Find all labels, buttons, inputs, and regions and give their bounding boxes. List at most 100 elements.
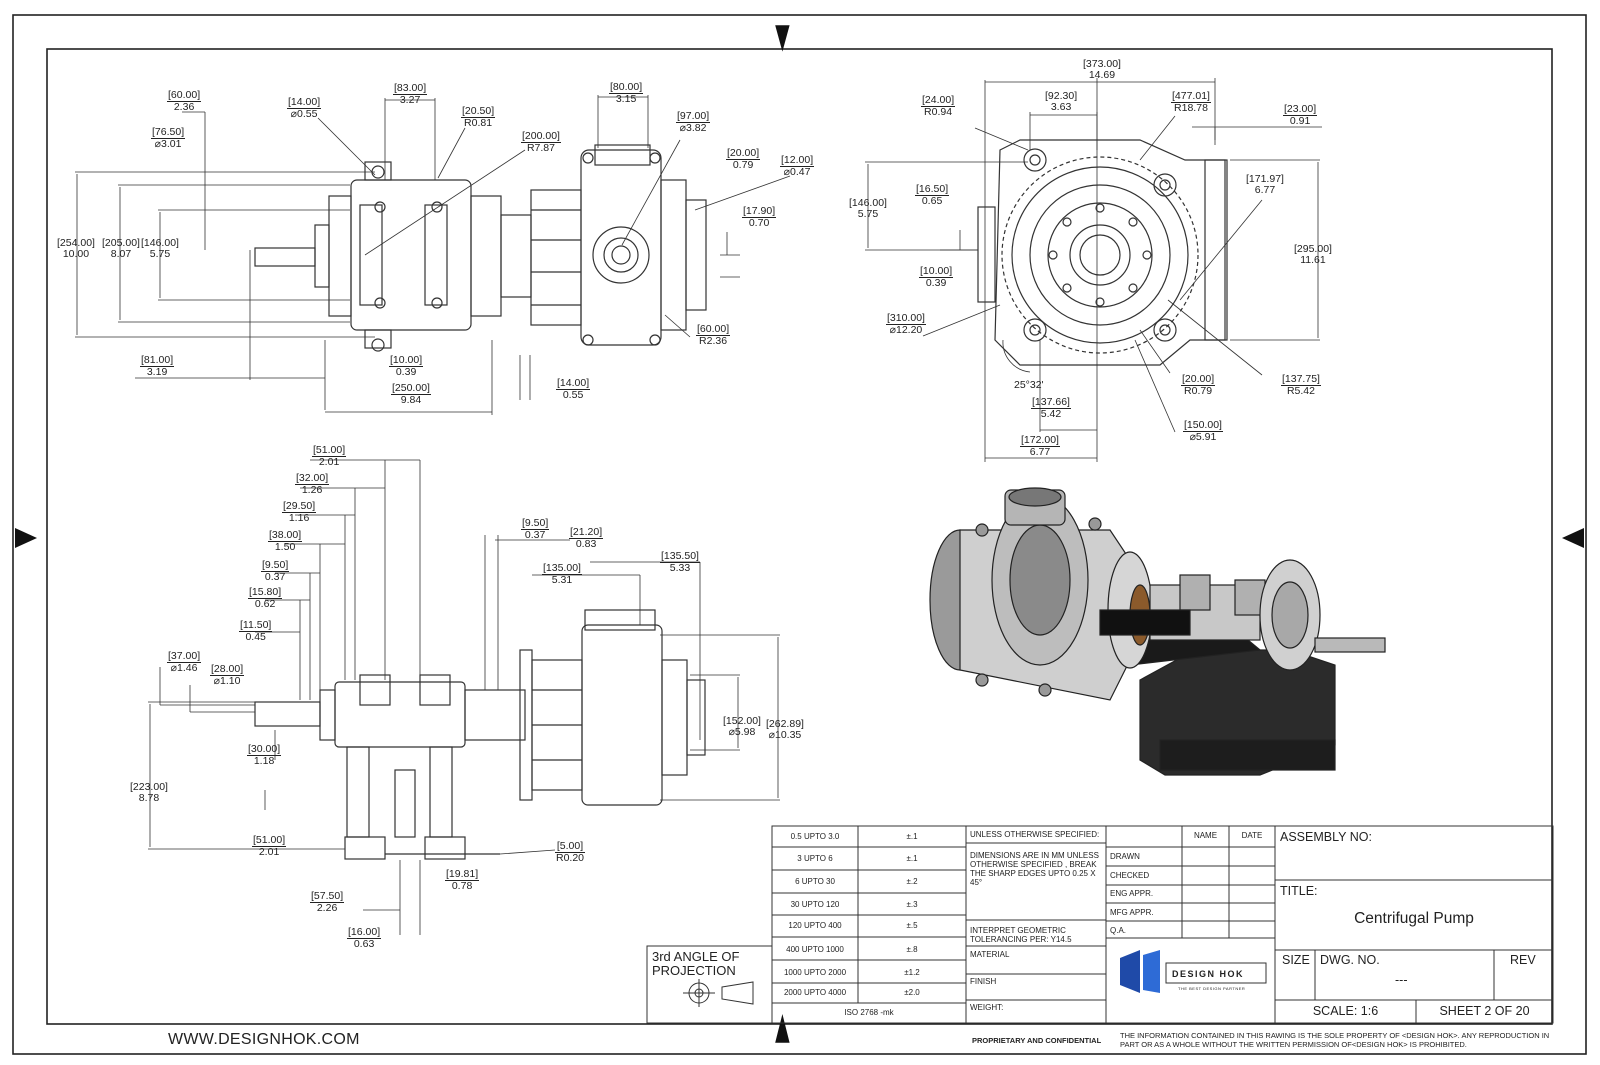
qa-label: Q.A. — [1110, 926, 1127, 935]
center-mark-right-icon — [1562, 528, 1584, 548]
dimension-label: [57.50]2.26 — [310, 890, 345, 914]
dimension-label: [137.75]R5.42 — [1281, 373, 1321, 397]
center-mark-left-icon — [15, 528, 37, 548]
dimension-label: [310.00]⌀12.20 — [886, 312, 926, 336]
dimension-label: [10.00]0.39 — [389, 354, 424, 378]
title-block-grid — [646, 825, 1554, 1024]
dimension-label: [152.00]⌀5.98 — [723, 715, 761, 738]
dimension-label: [146.00]5.75 — [849, 197, 887, 220]
projection-line-1: 3rd ANGLE OF — [652, 949, 740, 964]
dimension-label: [137.66]5.42 — [1031, 396, 1071, 420]
dimension-label: [9.50]0.37 — [521, 517, 550, 541]
tolerance-range: 2000 UPTO 4000 — [783, 988, 847, 997]
tolerance-range: 120 UPTO 400 — [788, 921, 842, 930]
dimension-label: [14.00]⌀0.55 — [287, 96, 322, 120]
website-link[interactable]: WWW.DESIGNHOK.COM — [168, 1031, 360, 1048]
dimension-label: [11.50]0.45 — [239, 619, 273, 643]
angle-label: 25°32' — [1014, 379, 1044, 391]
tolerance-value: ±2.0 — [904, 988, 920, 997]
dimension-label: [37.00]⌀1.46 — [167, 650, 202, 674]
isometric-pump-view — [929, 487, 1386, 776]
dimension-label: [81.00]3.19 — [140, 354, 175, 378]
dimension-label: [295.00]11.61 — [1294, 243, 1332, 266]
tolerance-value: ±.1 — [906, 854, 918, 863]
weight-label: WEIGHT: — [970, 1003, 1004, 1012]
dimension-label: [51.00]2.01 — [312, 444, 347, 468]
inner-frame — [46, 48, 1553, 1025]
projection-symbol-icon — [683, 979, 754, 1007]
dimension-label: [24.00]R0.94 — [921, 94, 956, 118]
dimension-label: [477.01]R18.78 — [1171, 90, 1211, 114]
dimension-label: [20.50]R0.81 — [461, 105, 496, 129]
dwg-no-value: --- — [1395, 973, 1408, 987]
dimension-label: [80.00]3.15 — [609, 81, 644, 105]
rev-label: REV — [1510, 953, 1536, 967]
date-column-header: DATE — [1241, 831, 1263, 840]
dimension-label: [17.90]0.70 — [742, 205, 777, 229]
dimension-label: [135.00]5.31 — [542, 562, 582, 586]
dimension-label: [12.00]⌀0.47 — [780, 154, 815, 178]
dimension-label: [10.00]0.39 — [919, 265, 954, 289]
center-mark-top-icon — [775, 25, 790, 52]
dimension-label: [146.00]5.75 — [141, 237, 179, 260]
dimension-label: [60.00]2.36 — [167, 89, 202, 113]
dimension-label: [29.50]1.16 — [282, 500, 317, 524]
eng-appr-label: ENG APPR. — [1110, 889, 1154, 898]
projection-line-2: PROJECTION — [652, 963, 736, 978]
dimension-label: [14.00]0.55 — [556, 377, 591, 401]
proprietary-label: PROPRIETARY AND CONFIDENTIAL — [972, 1036, 1102, 1045]
center-mark-bottom-icon — [775, 1014, 790, 1043]
dimension-label: [28.00]⌀1.10 — [210, 663, 245, 687]
dimension-label: [15.80]0.62 — [248, 586, 283, 610]
dimension-label: [30.00]1.18 — [247, 743, 282, 767]
dimension-label: [16.50]0.65 — [915, 183, 950, 207]
drawing-title: Centrifugal Pump — [1354, 910, 1474, 927]
tolerance-value: ±.2 — [906, 877, 918, 886]
geometric-tolerance-note: INTERPRET GEOMETRIC TOLERANCING PER: Y14… — [970, 926, 1072, 944]
dimension-label: [20.00]R0.79 — [1181, 373, 1216, 397]
design-hok-logo-icon — [1120, 950, 1267, 993]
size-label: SIZE — [1282, 953, 1310, 967]
tolerance-value: ±.8 — [906, 945, 918, 954]
dimension-label: [171.97]6.77 — [1246, 173, 1284, 196]
logo-text: DESIGN HOK — [1172, 969, 1245, 979]
dimension-label: [21.20]0.83 — [569, 526, 604, 550]
iso-standard: ISO 2768 -mk — [844, 1008, 894, 1017]
finish-label: FINISH — [970, 977, 997, 986]
dimension-label: [373.00]14.69 — [1083, 58, 1121, 81]
tolerance-range: 6 UPTO 30 — [795, 877, 835, 886]
tolerance-range: 0.5 UPTO 3.0 — [790, 832, 840, 841]
outer-frame — [12, 14, 1587, 1055]
tolerance-range: 400 UPTO 1000 — [786, 945, 844, 954]
drawn-label: DRAWN — [1110, 852, 1140, 861]
dwg-no-label: DWG. NO. — [1320, 953, 1380, 967]
sheet-label: SHEET 2 OF 20 — [1439, 1004, 1530, 1018]
dimension-label: [32.00]1.26 — [295, 472, 330, 496]
dimension-label: [254.00]10.00 — [57, 237, 95, 260]
tolerance-value: ±1.2 — [904, 968, 920, 977]
legal-notice: THE INFORMATION CONTAINED IN THIS RAWING… — [1120, 1031, 1550, 1049]
dimension-label: [76.50]⌀3.01 — [151, 126, 186, 150]
tolerance-value: ±.3 — [906, 900, 918, 909]
tolerance-range: 1000 UPTO 2000 — [783, 968, 847, 977]
tolerance-range: 3 UPTO 6 — [797, 854, 833, 863]
mfg-appr-label: MFG APPR. — [1110, 908, 1154, 917]
dimension-label: [135.50]5.33 — [660, 550, 700, 574]
title-label: TITLE: — [1280, 884, 1318, 898]
dimension-label: [150.00]⌀5.91 — [1183, 419, 1223, 443]
unless-specified-label: UNLESS OTHERWISE SPECIFIED: — [970, 830, 1100, 839]
tolerance-value: ±.1 — [906, 832, 918, 841]
dimension-label: [5.00]R0.20 — [555, 840, 586, 864]
material-label: MATERIAL — [970, 950, 1010, 959]
plan-view — [254, 609, 706, 860]
side-view-top — [254, 144, 707, 352]
checked-label: CHECKED — [1110, 871, 1150, 880]
dimension-label: [262.89]⌀10.35 — [766, 718, 804, 741]
tolerance-range: 30 UPTO 120 — [790, 900, 840, 909]
front-view — [977, 139, 1228, 366]
dimension-label: [20.00]0.79 — [726, 147, 761, 171]
scale-label: SCALE: 1:6 — [1312, 1004, 1379, 1018]
dimension-label: [223.00]8.78 — [130, 781, 168, 804]
dimension-label: [60.00]R2.36 — [696, 323, 731, 347]
